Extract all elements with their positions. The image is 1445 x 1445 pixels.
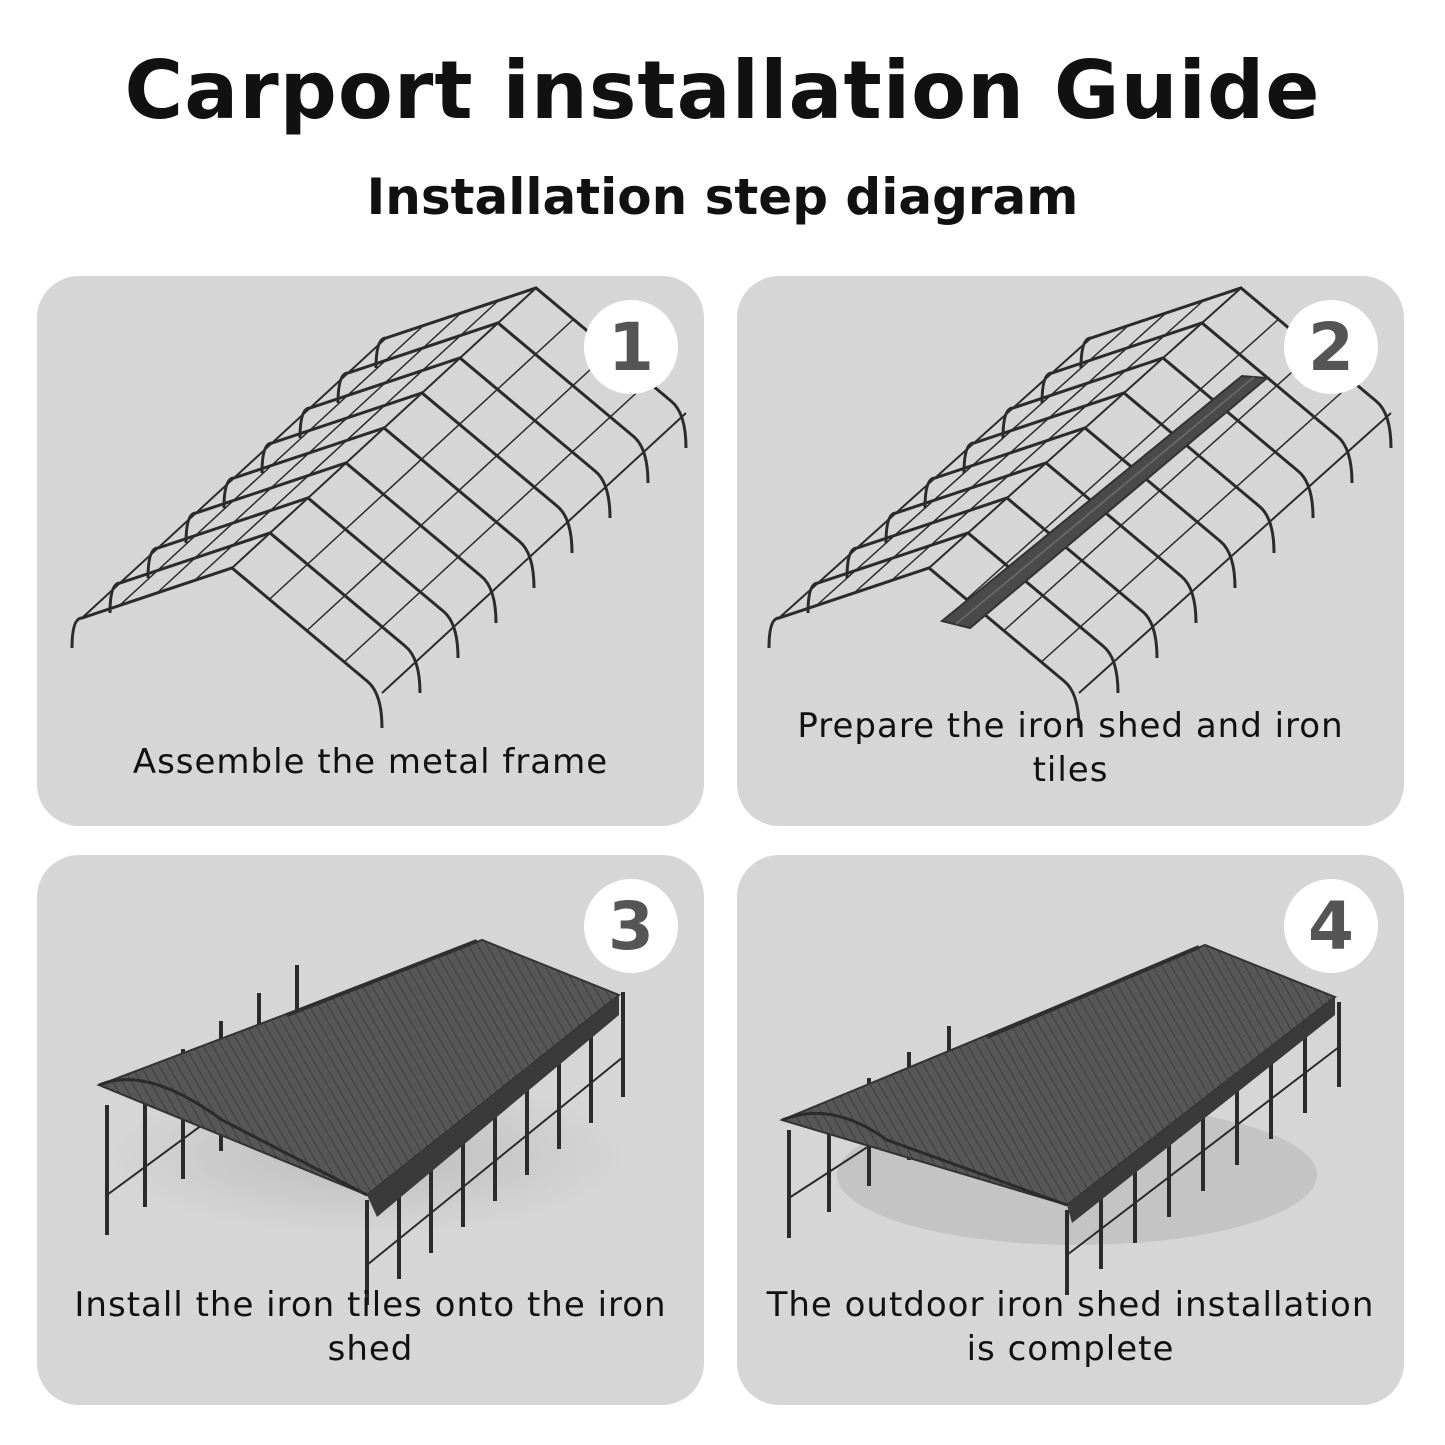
frame-purlin <box>193 299 500 582</box>
frame-purlin <box>890 299 1205 582</box>
step-caption: Prepare the iron shed and iron tiles <box>797 706 1344 790</box>
shed-rail <box>1066 1046 1340 1256</box>
step-panel-3: 3 Install the iron tiles onto the iron s… <box>37 855 704 1405</box>
frame-with-ridge-illustration <box>767 286 1393 729</box>
step-caption: Install the iron tiles onto the iron she… <box>74 1285 667 1369</box>
frame-purlin <box>965 318 1280 600</box>
frame-purlin <box>156 312 462 594</box>
frame-purlin <box>268 318 575 600</box>
step-number-badge: 2 <box>1284 300 1378 394</box>
metal-frame-illustration <box>70 286 688 729</box>
roofed-shed-illustration <box>96 938 627 1305</box>
frame-purlin <box>928 287 1242 569</box>
frame-purlin <box>118 324 425 607</box>
step-number-badge: 3 <box>584 879 678 973</box>
step-number-badge: 1 <box>584 300 678 394</box>
frame-purlin <box>853 312 1167 594</box>
frame-purlin <box>778 337 1092 619</box>
page-subtitle: Installation step diagram <box>366 168 1079 226</box>
frame-arch <box>146 496 460 659</box>
frame-purlin <box>1003 349 1317 632</box>
frame-purlin <box>815 324 1130 607</box>
step-panel-2: 2 Prepare the iron shed and iron tiles <box>737 276 1404 826</box>
frame-arch <box>70 566 384 729</box>
completed-carport-illustration <box>779 943 1341 1295</box>
frame-purlin <box>343 381 650 663</box>
step-caption: The outdoor iron shed installation is co… <box>766 1285 1375 1369</box>
frame-arch <box>108 531 422 694</box>
step-panel-1: 1 Assemble the metal frame <box>37 276 704 826</box>
step-panel-4: 4 The outdoor iron shed installation is … <box>737 855 1404 1405</box>
page-title: Carport installation Guide <box>124 44 1321 137</box>
frame-purlin <box>1040 381 1355 663</box>
frame-purlin <box>81 337 387 619</box>
frame-purlin <box>306 349 612 632</box>
frame-purlin <box>231 287 537 569</box>
frame-purlin <box>381 412 687 694</box>
step-caption: Assemble the metal frame <box>132 742 609 782</box>
frame-purlin <box>1078 412 1392 694</box>
shed-rail <box>366 1056 624 1266</box>
step-number-badge: 4 <box>1284 879 1378 973</box>
